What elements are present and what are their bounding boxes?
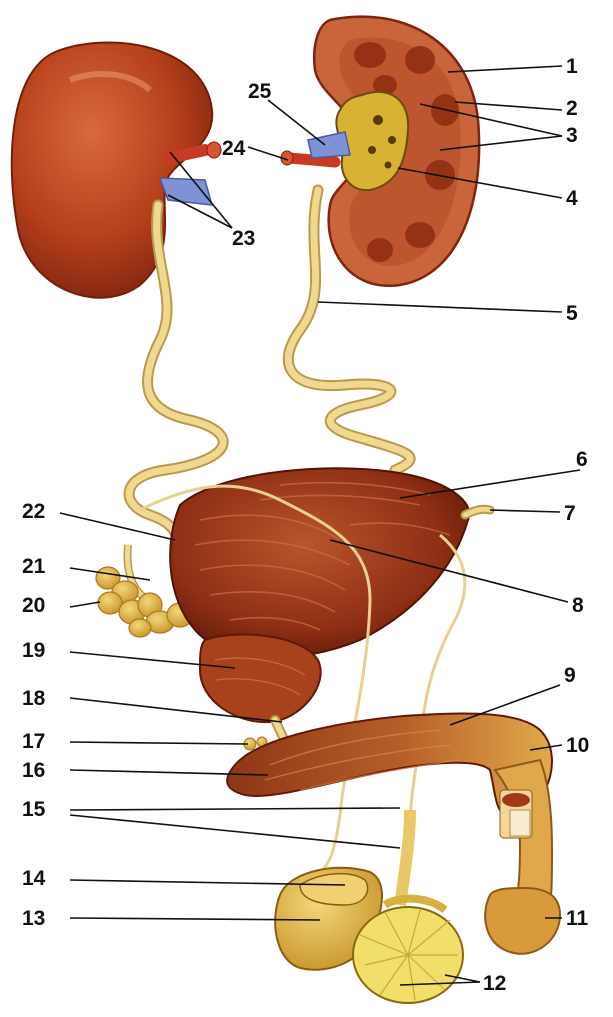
label-11: 11 [566, 907, 589, 930]
label-22: 22 [22, 500, 45, 523]
label-24: 24 [222, 137, 246, 160]
label-10: 10 [566, 734, 589, 757]
label-6: 6 [576, 448, 588, 471]
label-20: 20 [22, 594, 45, 617]
label-8: 8 [572, 594, 584, 617]
label-3: 3 [566, 124, 578, 147]
label-17: 17 [22, 730, 45, 753]
label-19: 19 [22, 639, 45, 662]
label-14: 14 [22, 867, 46, 890]
testes [275, 868, 463, 1003]
label-21: 21 [22, 555, 46, 578]
label-23: 23 [232, 227, 255, 250]
label-18: 18 [22, 687, 46, 710]
label-9: 9 [564, 664, 576, 687]
label-13: 13 [22, 907, 45, 930]
label-1: 1 [566, 55, 578, 78]
label-2: 2 [566, 97, 578, 120]
label-5: 5 [566, 302, 578, 325]
label-7: 7 [564, 502, 576, 525]
label-25: 25 [248, 80, 272, 103]
label-4: 4 [566, 187, 578, 210]
label-15: 15 [22, 798, 46, 821]
label-12: 12 [483, 972, 506, 995]
left-kidney [12, 43, 212, 298]
prostate [200, 635, 321, 723]
urinary-bladder [170, 468, 490, 657]
label-16: 16 [22, 759, 45, 782]
